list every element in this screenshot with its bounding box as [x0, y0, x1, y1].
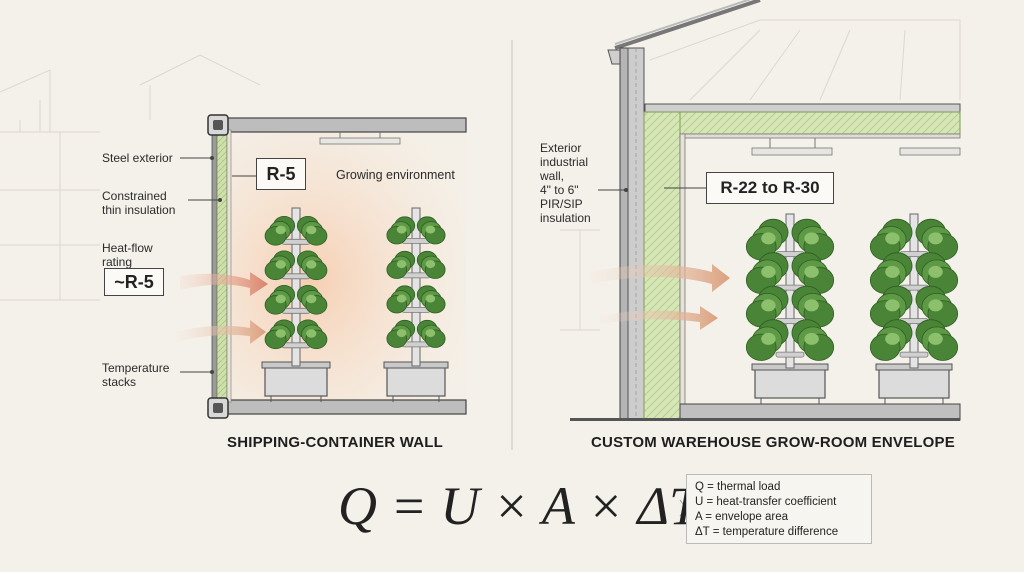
- roof-insulation: [644, 111, 961, 135]
- label-heatflow-line1: Heat-flow: [102, 241, 153, 255]
- legend-item-dt: ΔT = temperature difference: [695, 526, 839, 538]
- planter-pot: [754, 367, 826, 399]
- grow-light-right: [751, 147, 833, 156]
- label-insulation-line1: Constrained: [102, 189, 167, 203]
- label-growing-environment: Growing environment: [336, 168, 455, 182]
- heat-flow-arrow-2: [176, 320, 266, 344]
- label-exterior-line5: PIR/SIP: [540, 197, 583, 211]
- formula-legend: Q = thermal load U = heat-transfer coeff…: [686, 474, 872, 544]
- tower-pole: [785, 213, 795, 369]
- warehouse-roof-line: [614, 0, 761, 50]
- leader-lines: [180, 157, 706, 517]
- background-sketch-right: [560, 19, 961, 331]
- grow-light-left: [319, 137, 401, 145]
- planter-pot: [386, 365, 446, 397]
- legend-item-u: U = heat-transfer coefficient: [695, 496, 837, 508]
- caption-shipping-container: SHIPPING-CONTAINER WALL: [227, 434, 443, 451]
- roof-deck: [644, 103, 961, 113]
- heat-flow-arrow-3: [590, 264, 730, 292]
- planter-pot: [878, 367, 950, 399]
- warehouse-r-value-box: R-22 to R-30: [706, 172, 834, 204]
- container-r-value-box: R-5: [256, 158, 306, 190]
- label-temperature-line2: stacks: [102, 375, 137, 389]
- label-heatflow-line2: rating: [102, 255, 133, 269]
- heat-flow-arrow-4: [600, 306, 718, 330]
- warehouse-section: [570, 0, 961, 421]
- warehouse-floor: [679, 403, 961, 421]
- background-sketch-left: [0, 54, 261, 301]
- thermal-load-formula: Q = U × A × ΔT: [338, 476, 700, 536]
- vertical-grow-tower: [745, 213, 835, 404]
- label-steel-exterior: Steel exterior: [102, 151, 173, 165]
- exterior-steel-wall: [619, 47, 629, 421]
- label-exterior-line2: industrial: [540, 155, 589, 169]
- gutter: [607, 49, 621, 65]
- vertical-grow-tower: [383, 207, 449, 402]
- vertical-grow-tower: [869, 213, 959, 404]
- planter-pot: [264, 365, 328, 397]
- label-temperature-line1: Temperature: [102, 361, 170, 375]
- legend-item-a: A = envelope area: [695, 511, 789, 523]
- steel-wall: [211, 129, 218, 403]
- heat-flow-arrow-1: [180, 272, 268, 296]
- container-floor: [211, 399, 467, 415]
- label-exterior-line3: wall,: [540, 169, 565, 183]
- tower-pole: [411, 207, 421, 367]
- thin-insulation: [216, 129, 228, 403]
- label-exterior-line4: 4" to 6": [540, 183, 579, 197]
- caption-warehouse: CUSTOM WAREHOUSE GROW-ROOM ENVELOPE: [591, 434, 955, 451]
- container-roof: [211, 117, 467, 133]
- legend-item-q: Q = thermal load: [695, 481, 781, 493]
- label-exterior-line6: insulation: [540, 211, 591, 225]
- tower-pole: [291, 207, 301, 367]
- tower-pole: [909, 213, 919, 369]
- heat-flow-rating-box: ~R-5: [104, 268, 164, 296]
- label-exterior-line1: Exterior: [540, 141, 582, 155]
- label-insulation-line2: thin insulation: [102, 203, 176, 217]
- vertical-grow-tower: [261, 207, 331, 402]
